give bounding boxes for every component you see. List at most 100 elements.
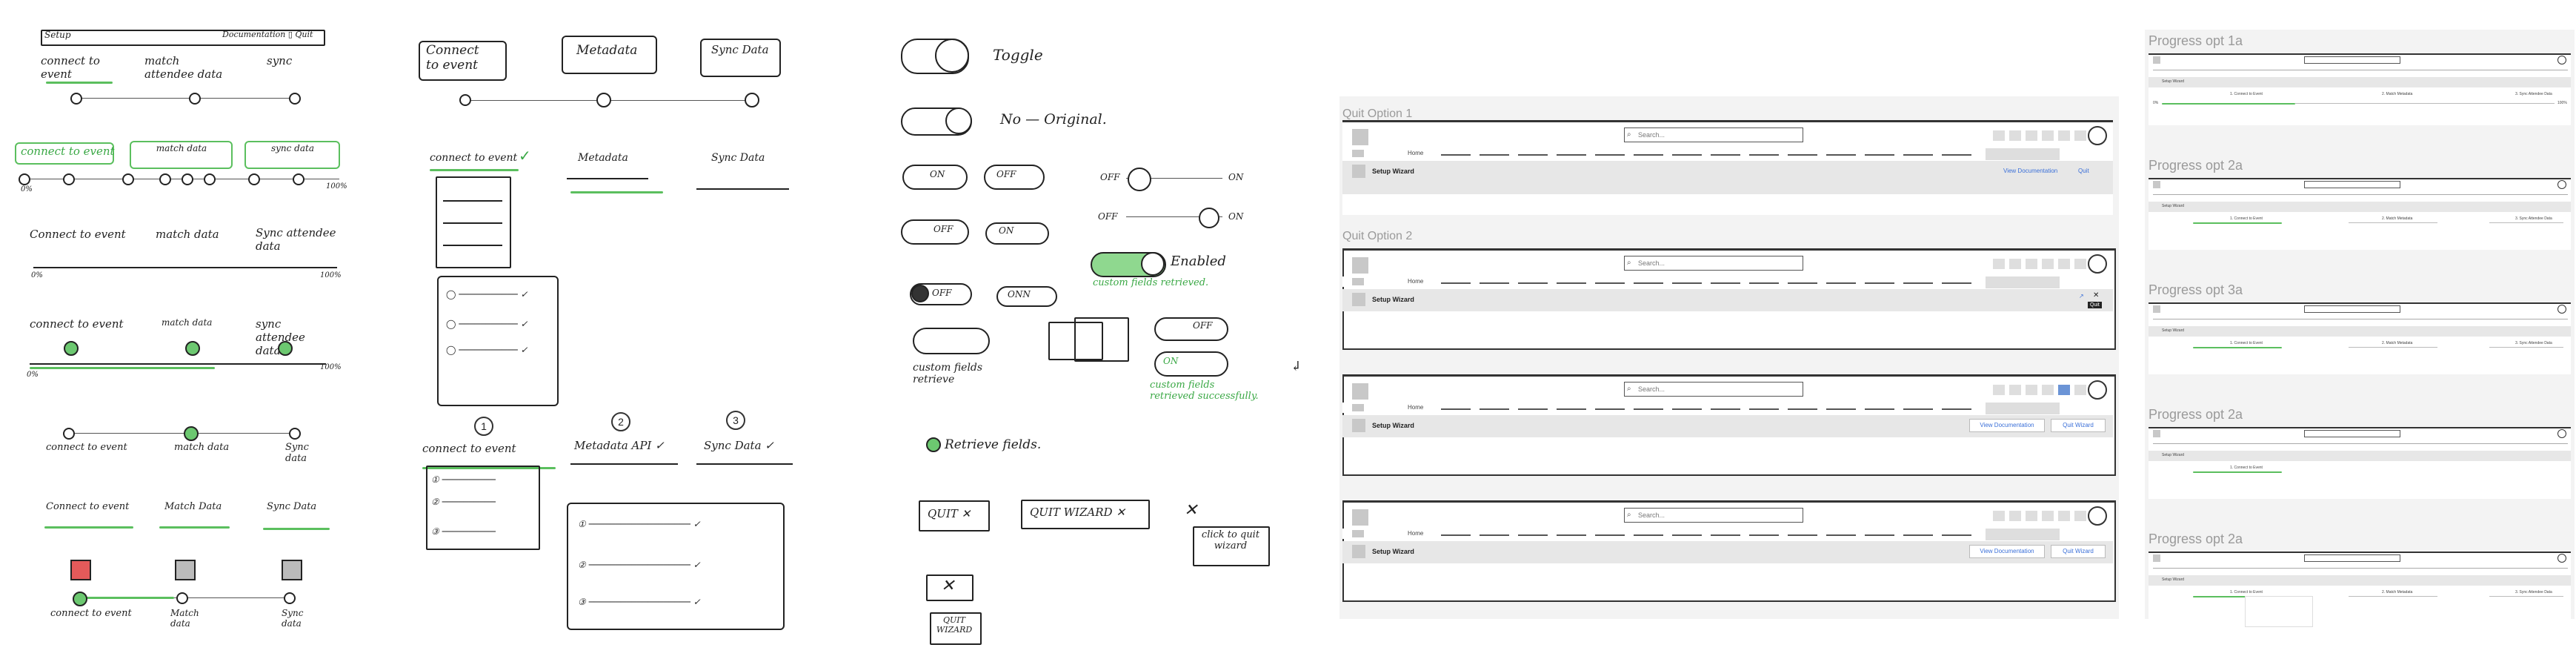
external-link-icon[interactable]: ↗ xyxy=(2079,293,2084,299)
toolbar-icon[interactable] xyxy=(2009,385,2021,395)
nav-active-item[interactable] xyxy=(1986,403,2060,414)
nav-item[interactable] xyxy=(1441,154,1471,156)
quit-link[interactable]: Quit xyxy=(2078,168,2089,174)
search-input[interactable]: Search... xyxy=(1624,128,1803,142)
nav-item[interactable] xyxy=(1788,282,1817,284)
mini-avatar[interactable] xyxy=(2557,429,2566,438)
nav-menu-icon[interactable] xyxy=(1352,404,1364,411)
nav-item-home[interactable]: Home xyxy=(1408,404,1424,411)
nav-item[interactable] xyxy=(1903,154,1933,156)
nav-item-home[interactable]: Home xyxy=(1408,530,1424,537)
nav-item[interactable] xyxy=(1557,534,1586,536)
mini-step-dropdown[interactable] xyxy=(2245,596,2313,627)
nav-item[interactable] xyxy=(1865,408,1894,410)
toolbar-icon[interactable] xyxy=(2042,130,2054,141)
toolbar-icon[interactable] xyxy=(2026,511,2037,521)
toolbar-icon[interactable] xyxy=(2009,259,2021,269)
search-input[interactable]: Search... xyxy=(1624,256,1803,271)
nav-item[interactable] xyxy=(1865,534,1894,536)
nav-item[interactable] xyxy=(1826,534,1856,536)
avatar[interactable] xyxy=(2088,126,2107,145)
nav-menu-icon[interactable] xyxy=(1352,530,1364,537)
toolbar-icon[interactable] xyxy=(1993,130,2005,141)
nav-menu-icon[interactable] xyxy=(1352,278,1364,285)
toolbar-icon[interactable] xyxy=(2074,130,2086,141)
toolbar-icon[interactable] xyxy=(2026,259,2037,269)
nav-item[interactable] xyxy=(1634,408,1663,410)
nav-item[interactable] xyxy=(1595,282,1625,284)
nav-item[interactable] xyxy=(1672,408,1702,410)
toolbar-icon[interactable] xyxy=(1993,511,2005,521)
nav-item[interactable] xyxy=(1749,534,1779,536)
nav-item[interactable] xyxy=(1711,408,1740,410)
nav-item[interactable] xyxy=(1942,408,1971,410)
toolbar-icon[interactable] xyxy=(2042,259,2054,269)
nav-active-item[interactable] xyxy=(1986,276,2060,288)
toolbar-icon[interactable] xyxy=(2074,259,2086,269)
view-documentation-button[interactable]: View Documentation xyxy=(1969,419,2045,432)
nav-item[interactable] xyxy=(1672,282,1702,284)
nav-item[interactable] xyxy=(1865,154,1894,156)
nav-item[interactable] xyxy=(1634,282,1663,284)
nav-item[interactable] xyxy=(1518,282,1548,284)
nav-item[interactable] xyxy=(1749,154,1779,156)
toolbar-icon[interactable] xyxy=(2042,511,2054,521)
nav-item[interactable] xyxy=(1903,534,1933,536)
mini-search[interactable] xyxy=(2304,430,2400,437)
nav-active-item[interactable] xyxy=(1986,148,2060,160)
search-input[interactable]: Search... xyxy=(1624,382,1803,397)
nav-item[interactable] xyxy=(1557,408,1586,410)
mini-search[interactable] xyxy=(2304,181,2400,188)
nav-item[interactable] xyxy=(1711,154,1740,156)
mini-avatar[interactable] xyxy=(2557,554,2566,563)
toolbar-icon[interactable] xyxy=(2058,259,2070,269)
quit-wizard-button[interactable]: Quit Wizard xyxy=(2051,545,2106,558)
nav-item[interactable] xyxy=(1672,154,1702,156)
nav-item[interactable] xyxy=(1711,282,1740,284)
nav-item-home[interactable]: Home xyxy=(1408,150,1424,156)
nav-item[interactable] xyxy=(1826,282,1856,284)
nav-item[interactable] xyxy=(1441,282,1471,284)
nav-item[interactable] xyxy=(1595,154,1625,156)
toolbar-icon[interactable] xyxy=(2058,130,2070,141)
toolbar-icon[interactable] xyxy=(2042,385,2054,395)
nav-item[interactable] xyxy=(1711,534,1740,536)
nav-item[interactable] xyxy=(1826,408,1856,410)
mini-avatar[interactable] xyxy=(2557,180,2566,189)
nav-item[interactable] xyxy=(1480,534,1509,536)
avatar[interactable] xyxy=(2088,506,2107,526)
toolbar-icon[interactable] xyxy=(1993,259,2005,269)
nav-item[interactable] xyxy=(1942,534,1971,536)
nav-item[interactable] xyxy=(1788,534,1817,536)
nav-item[interactable] xyxy=(1634,534,1663,536)
toolbar-icon[interactable] xyxy=(2009,511,2021,521)
quit-wizard-button[interactable]: Quit Wizard xyxy=(2051,419,2106,432)
nav-item[interactable] xyxy=(1480,154,1509,156)
nav-item[interactable] xyxy=(1788,154,1817,156)
nav-item[interactable] xyxy=(1749,408,1779,410)
avatar[interactable] xyxy=(2088,254,2107,274)
nav-item[interactable] xyxy=(1518,534,1548,536)
nav-item[interactable] xyxy=(1749,282,1779,284)
nav-menu-icon[interactable] xyxy=(1352,150,1364,157)
toolbar-icon[interactable] xyxy=(2074,511,2086,521)
nav-item[interactable] xyxy=(1672,534,1702,536)
nav-item[interactable] xyxy=(1634,154,1663,156)
nav-item[interactable] xyxy=(1557,282,1586,284)
nav-item[interactable] xyxy=(1903,408,1933,410)
search-input[interactable]: Search... xyxy=(1624,508,1803,523)
nav-item[interactable] xyxy=(1942,154,1971,156)
toolbar-icon[interactable] xyxy=(2009,130,2021,141)
nav-item[interactable] xyxy=(1903,282,1933,284)
nav-item[interactable] xyxy=(1441,408,1471,410)
nav-item[interactable] xyxy=(1826,154,1856,156)
nav-active-item[interactable] xyxy=(1986,529,2060,540)
nav-item[interactable] xyxy=(1441,534,1471,536)
toolbar-icon[interactable] xyxy=(2074,385,2086,395)
nav-item[interactable] xyxy=(1942,282,1971,284)
nav-item-home[interactable]: Home xyxy=(1408,278,1424,285)
nav-item[interactable] xyxy=(1865,282,1894,284)
nav-item[interactable] xyxy=(1788,408,1817,410)
toolbar-icon[interactable] xyxy=(1993,385,2005,395)
mini-search[interactable] xyxy=(2304,56,2400,64)
